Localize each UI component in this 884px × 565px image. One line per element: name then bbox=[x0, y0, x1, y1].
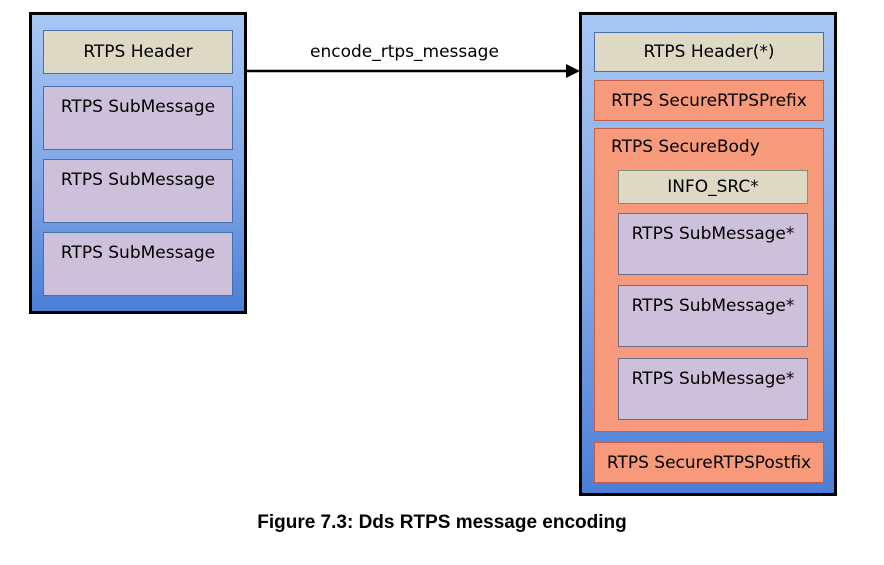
rtps-header-label: RTPS Header(*) bbox=[643, 42, 775, 62]
rtps-submessage-box: RTPS SubMessage bbox=[43, 232, 233, 296]
figure-caption: Figure 7.3: Dds RTPS message encoding bbox=[257, 512, 627, 533]
secure-submessage-box: RTPS SubMessage* bbox=[618, 285, 808, 347]
rtps-submessage-label: RTPS SubMessage bbox=[60, 243, 216, 263]
secure-body-box: RTPS SecureBody INFO_SRC* RTPS SubMessag… bbox=[594, 128, 824, 432]
secure-body-label: RTPS SecureBody bbox=[611, 137, 760, 157]
secure-submessage-label: RTPS SubMessage* bbox=[631, 296, 795, 316]
rtps-submessage-label: RTPS SubMessage bbox=[60, 170, 216, 190]
rtps-submessage-label: RTPS SubMessage bbox=[60, 97, 216, 117]
rtps-submessage-box: RTPS SubMessage bbox=[43, 159, 233, 223]
secure-prefix-box: RTPS SecureRTPSPrefix bbox=[594, 80, 824, 121]
original-rtps-message: RTPS Header RTPS SubMessage RTPS SubMess… bbox=[29, 12, 247, 314]
secure-submessage-box: RTPS SubMessage* bbox=[618, 358, 808, 420]
secure-prefix-label: RTPS SecureRTPSPrefix bbox=[611, 90, 807, 111]
secure-submessage-label: RTPS SubMessage* bbox=[631, 369, 795, 389]
secure-postfix-label: RTPS SecureRTPSPostfix bbox=[606, 452, 812, 473]
secure-rtps-message: RTPS Header(*) RTPS SecureRTPSPrefix RTP… bbox=[579, 12, 837, 496]
rtps-header-label: RTPS Header bbox=[83, 42, 193, 62]
secure-submessage-box: RTPS SubMessage* bbox=[618, 213, 808, 275]
rtps-header-box: RTPS Header(*) bbox=[594, 32, 824, 72]
rtps-header-box: RTPS Header bbox=[43, 30, 233, 74]
secure-postfix-box: RTPS SecureRTPSPostfix bbox=[594, 442, 824, 483]
info-src-box: INFO_SRC* bbox=[618, 170, 808, 204]
secure-submessage-label: RTPS SubMessage* bbox=[631, 224, 795, 244]
encode-arrow-label: encode_rtps_message bbox=[310, 42, 499, 62]
info-src-label: INFO_SRC* bbox=[667, 177, 759, 197]
rtps-submessage-box: RTPS SubMessage bbox=[43, 86, 233, 150]
